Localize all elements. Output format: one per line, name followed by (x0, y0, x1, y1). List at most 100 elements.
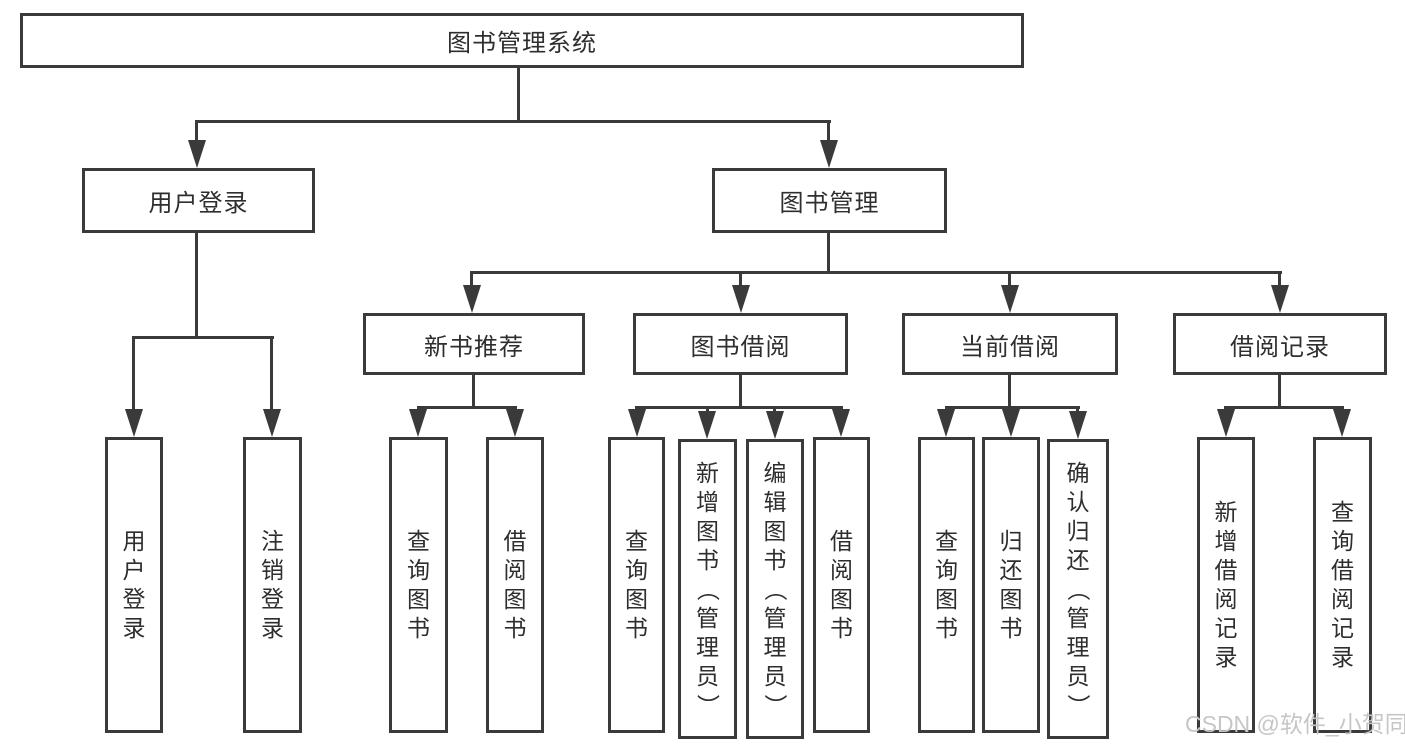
node-current-borrow-label: 当前借阅 (960, 333, 1060, 361)
connector-root-rail (196, 120, 831, 123)
vertical-char: 阅 (830, 557, 853, 583)
vertical-char: 录 (122, 615, 146, 641)
vertical-char: 查 (407, 528, 430, 554)
node-current-borrow: 当前借阅 (902, 313, 1118, 375)
vertical-char: ） (762, 693, 789, 717)
leaf-login-label: 用户登录 (108, 440, 160, 730)
arrowhead-cbreturn (1002, 409, 1020, 437)
arrowhead-nbborrow (506, 409, 524, 437)
vertical-char: 图 (625, 586, 648, 612)
vertical-char: 借 (1214, 557, 1238, 583)
connector-userlogin-drop (195, 120, 198, 150)
leaf-current-query-label: 查询图书 (921, 440, 972, 730)
vertical-char: 书 (935, 615, 958, 641)
vertical-char: 增 (1214, 528, 1238, 554)
vertical-char: 管 (696, 604, 719, 631)
vertical-char: 户 (122, 557, 146, 583)
arrowhead-userlogin (188, 140, 206, 168)
arrowhead-bbquery (628, 409, 646, 437)
node-user-login-label: 用户登录 (148, 190, 249, 217)
vertical-char: 询 (625, 557, 648, 583)
vertical-char: 借 (1331, 557, 1354, 583)
connector-bookborrow-stem (739, 375, 742, 408)
connector-bookmgmt-rail (470, 271, 1282, 274)
arrowhead-bbadd (698, 411, 716, 439)
vertical-char: 归 (1066, 517, 1090, 544)
vertical-char: 确 (1066, 459, 1090, 486)
vertical-char: 录 (1331, 644, 1354, 670)
vertical-char: （ (762, 577, 789, 601)
csdn-watermark: CSDN @软件_小贺同学 (1185, 711, 1405, 737)
connector-newbook-drop (470, 271, 473, 289)
vertical-char: 新 (1214, 499, 1238, 525)
vertical-char: 记 (1331, 615, 1354, 641)
vertical-char: ） (695, 693, 721, 717)
vertical-char: 书 (830, 615, 853, 641)
vertical-char: 归 (999, 528, 1023, 554)
connector-bookmgmt-drop (827, 120, 830, 150)
vertical-char: 书 (407, 615, 430, 641)
connector-userlogin-stem (195, 233, 198, 336)
arrowhead-nbquery (409, 409, 427, 437)
arrowhead-login (125, 409, 143, 437)
vertical-char: 管 (763, 604, 787, 631)
leaf-records-query: 查询借阅记录 (1313, 437, 1372, 733)
node-new-book: 新书推荐 (363, 313, 585, 375)
vertical-char: 销 (261, 557, 284, 583)
connector-root-stem (517, 68, 520, 120)
vertical-char: 还 (999, 557, 1023, 583)
arrowhead-brquery (1333, 409, 1351, 437)
arrowhead-bbedit (766, 411, 784, 439)
node-book-borrow: 图书借阅 (633, 313, 848, 375)
vertical-char: （ (1065, 577, 1092, 601)
vertical-char: 理 (696, 633, 719, 660)
connector-logout-drop (270, 336, 273, 414)
arrowhead-bookmgmt (820, 140, 838, 168)
connector-currentborrow-drop (1008, 271, 1011, 289)
vertical-char: 阅 (1214, 586, 1238, 612)
vertical-char: （ (695, 577, 721, 601)
connector-bookmgmt-stem (827, 233, 830, 273)
leaf-current-query: 查询图书 (918, 437, 975, 733)
vertical-char: 录 (1214, 644, 1238, 670)
vertical-char: 编 (763, 459, 787, 486)
vertical-char: 新 (696, 459, 719, 486)
leaf-newbook-query: 查询图书 (389, 437, 448, 733)
node-new-book-label: 新书推荐 (424, 333, 524, 361)
node-borrow-records-label: 借阅记录 (1230, 333, 1330, 361)
leaf-logout-label: 注销登录 (246, 440, 299, 730)
vertical-char: 辑 (763, 488, 787, 515)
leaf-borrow-edit: 编辑图书（管理员） (746, 439, 804, 739)
leaf-login: 用户登录 (105, 437, 163, 733)
vertical-char: 书 (763, 546, 787, 573)
leaf-borrow-add: 新增图书（管理员） (678, 439, 737, 739)
leaf-newbook-borrow: 借阅图书 (486, 437, 544, 733)
connector-currentborrow-stem (1008, 375, 1011, 408)
vertical-char: 询 (407, 557, 430, 583)
leaf-borrow-edit-label: 编辑图书（管理员） (749, 442, 801, 736)
node-borrow-records: 借阅记录 (1173, 313, 1387, 375)
node-root: 图书管理系统 (20, 13, 1024, 68)
vertical-char: 理 (763, 633, 787, 660)
vertical-char: 查 (625, 528, 648, 554)
arrowhead-cbconfirm (1069, 411, 1087, 439)
leaf-newbook-query-label: 查询图书 (392, 440, 445, 730)
leaf-current-confirm-label: 确认归还（管理员） (1050, 442, 1106, 736)
vertical-char: ） (1065, 693, 1092, 717)
vertical-char: 员 (1066, 662, 1090, 689)
leaf-records-add-label: 新增借阅记录 (1200, 440, 1252, 730)
connector-bookborrow-rail (635, 406, 843, 409)
vertical-char: 图 (503, 586, 527, 612)
connector-bookborrow-drop (739, 271, 742, 289)
vertical-char: 阅 (503, 557, 527, 583)
vertical-char: 图 (935, 586, 958, 612)
connector-newbook-rail (417, 406, 517, 409)
vertical-char: 用 (122, 528, 146, 554)
node-user-login: 用户登录 (82, 168, 315, 233)
vertical-char: 员 (763, 662, 787, 689)
vertical-char: 阅 (1331, 586, 1354, 612)
leaf-current-confirm: 确认归还（管理员） (1047, 439, 1109, 739)
vertical-char: 询 (1331, 528, 1354, 554)
arrowhead-currentborrow (1001, 285, 1019, 313)
leaf-current-return: 归还图书 (982, 437, 1040, 733)
